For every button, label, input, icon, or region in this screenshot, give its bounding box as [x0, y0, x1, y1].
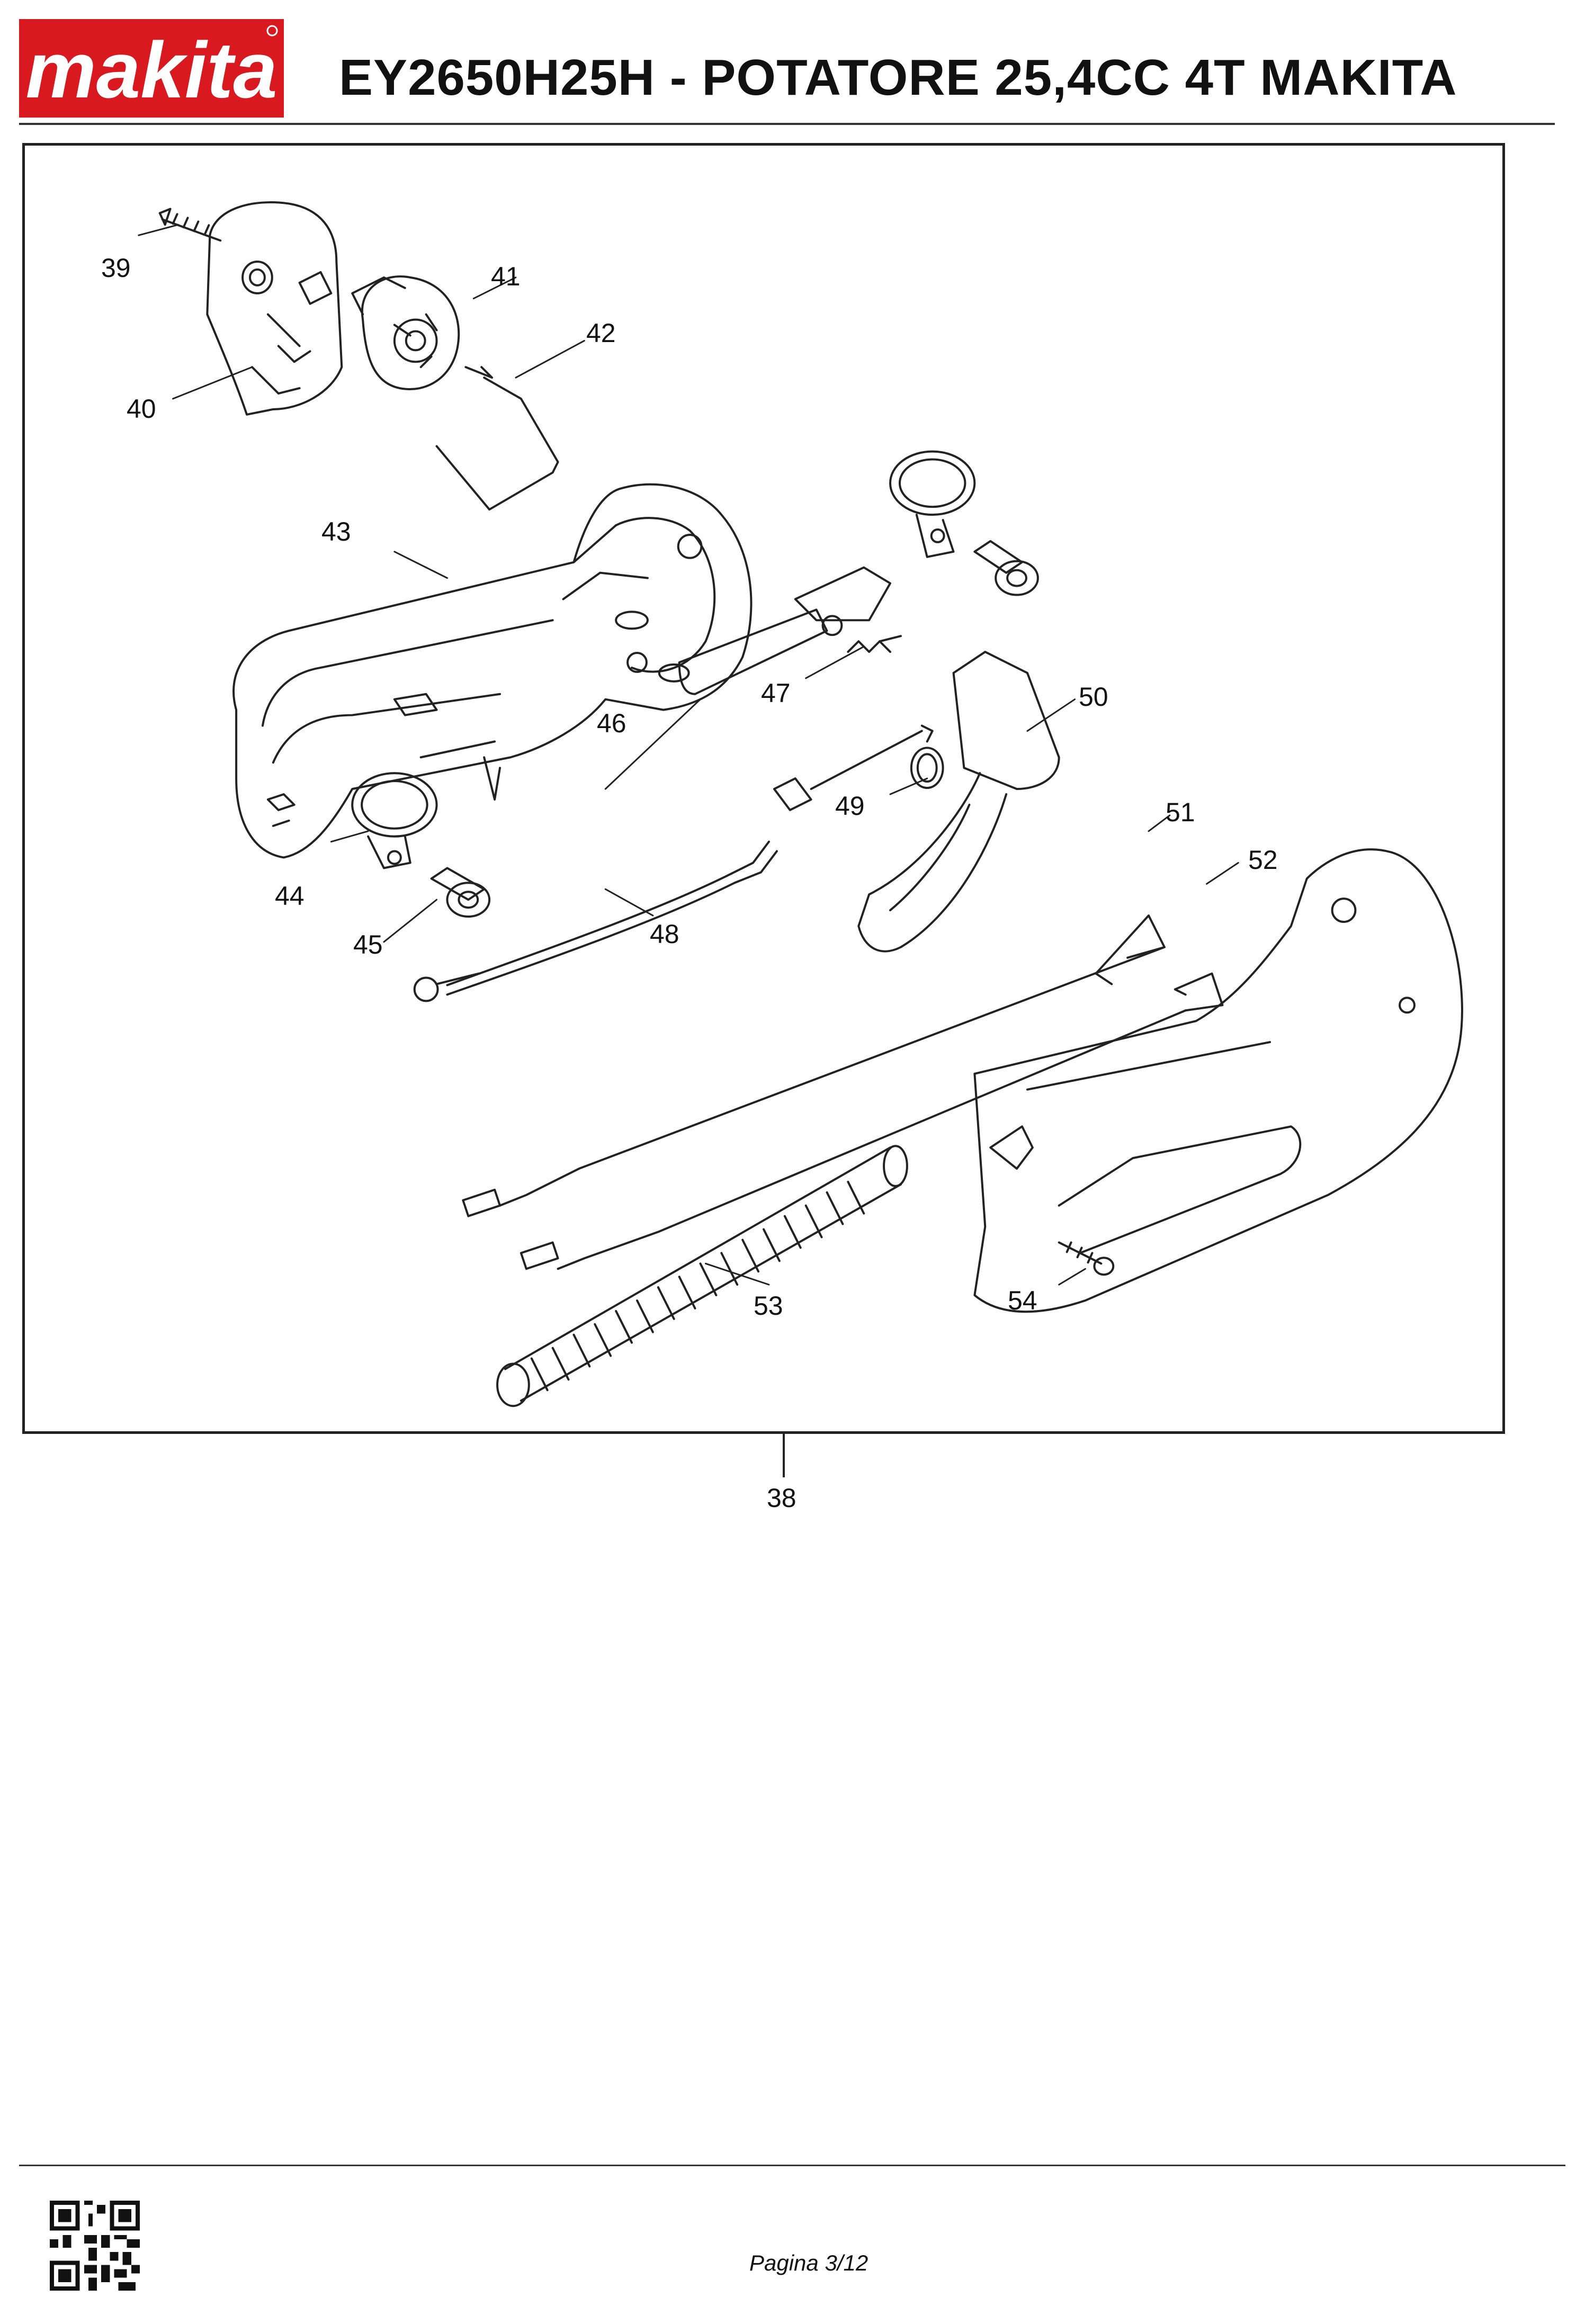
part-50-trigger: [857, 651, 1060, 953]
qr-code: [50, 2201, 140, 2291]
exploded-parts-diagram: 39 40 41 42 43 44 45 46 47 48 49 50 51 5…: [22, 143, 1505, 1434]
part-44-clamp: [351, 772, 438, 869]
part-45-bolt: [430, 867, 491, 918]
part-49-ring: [910, 747, 944, 789]
part-clamp-right: [889, 450, 1039, 596]
part-40-cover: [206, 201, 343, 416]
callout-40: 40: [127, 394, 156, 424]
page-title: EY2650H25H - POTATORE 25,4CC 4T MAKITA: [339, 49, 1457, 106]
callout-49: 49: [835, 791, 865, 821]
part-39-screw: [158, 208, 222, 242]
part-41-dial: [351, 275, 460, 390]
diagram-drawing: [138, 201, 1463, 1407]
footer-rule: [19, 2165, 1565, 2166]
part-51-52-wires: [462, 914, 1224, 1270]
part-42-wire: [435, 366, 559, 511]
callout-50: 50: [1079, 682, 1108, 712]
assembly-number: 38: [767, 1483, 796, 1513]
part-48-cable: [413, 724, 934, 1002]
callout-53: 53: [754, 1291, 783, 1321]
callout-42: 42: [586, 318, 616, 348]
callout-51: 51: [1166, 797, 1195, 827]
callout-39: 39: [101, 253, 131, 283]
makita-logo: makita: [19, 19, 284, 118]
callout-54: 54: [1008, 1286, 1037, 1315]
part-53-coil: [496, 1145, 908, 1407]
logo-wordmark: makita: [25, 25, 277, 114]
callout-48: 48: [650, 919, 679, 949]
part-46-throttle-lever: [678, 566, 892, 695]
callout-43: 43: [321, 517, 351, 546]
header-rule: [19, 123, 1555, 125]
assembly-leader-line: [783, 1434, 785, 1477]
part-47-spring: [847, 635, 902, 653]
callout-44: 44: [275, 881, 305, 911]
callout-leader-lines: [138, 223, 1239, 1286]
callout-47: 47: [761, 678, 791, 708]
callout-46: 46: [597, 708, 626, 738]
callout-41: 41: [491, 262, 521, 291]
part-54-screw: [1058, 1241, 1115, 1276]
part-43-housing: [232, 483, 753, 859]
part-rear-grip: [973, 848, 1463, 1313]
callout-52: 52: [1248, 845, 1278, 875]
callout-45: 45: [353, 930, 383, 959]
page-number: Pagina 3/12: [749, 2250, 868, 2275]
